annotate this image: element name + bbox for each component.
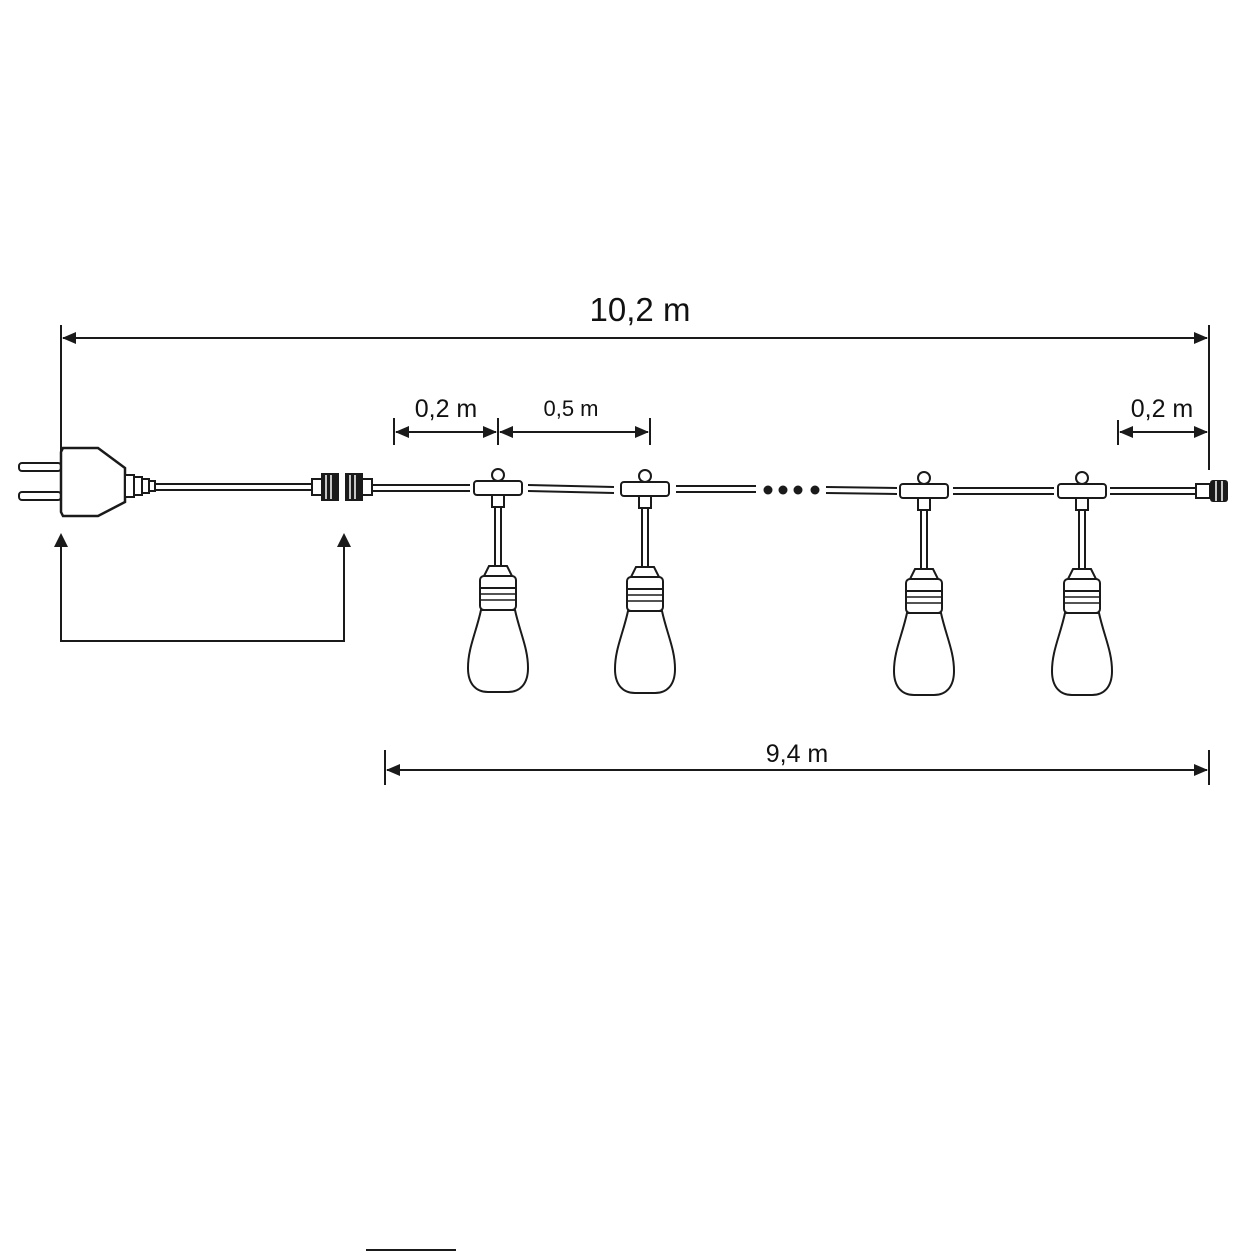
main-cable xyxy=(372,484,1196,495)
lead-gap-label: 0,2 m xyxy=(415,395,478,423)
plug-icon xyxy=(18,446,156,518)
bulb-icon xyxy=(467,468,529,693)
bulb-icon xyxy=(1051,471,1113,696)
lamp-section-label: 9,4 m xyxy=(766,740,829,768)
bulb-icon xyxy=(893,471,955,696)
plug-cable-bracket xyxy=(54,533,351,642)
tail-gap-label: 0,2 m xyxy=(1131,395,1194,423)
spacing-label: 0,5 m xyxy=(543,396,598,421)
lamp-section-dimension: 9,4 m xyxy=(384,740,1210,785)
bulb-icon xyxy=(614,469,676,694)
tail-gap-dimension: 0,2 m xyxy=(1117,395,1208,445)
continuation-dots xyxy=(763,485,820,495)
connector-icon xyxy=(311,473,373,501)
total-length-dimension: 10,2 m xyxy=(60,291,1210,470)
lead-gap-dimension: 0,2 m xyxy=(393,395,499,445)
spacing-dimension: 0,5 m xyxy=(499,396,651,445)
total-length-label: 10,2 m xyxy=(590,291,691,328)
end-cap-icon xyxy=(1195,480,1228,502)
